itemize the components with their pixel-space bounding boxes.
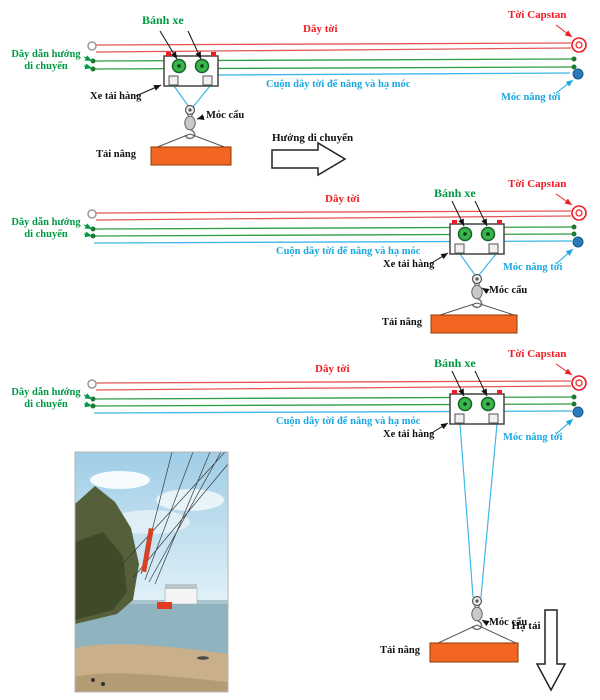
winch-rope-label-p2: Dây tời bbox=[325, 193, 360, 205]
guide-rope-label-line2: di chuyển bbox=[24, 229, 68, 241]
wheel-label-p3: Bánh xe bbox=[434, 356, 476, 370]
site-photo bbox=[74, 451, 229, 693]
load-label-p2: Tải nâng bbox=[382, 317, 422, 328]
crane-hook-panel2 bbox=[470, 273, 484, 309]
load-label-p3: Tải nâng bbox=[380, 645, 420, 656]
capstan-winch-panel3 bbox=[571, 375, 587, 391]
hoist-drop-panel1 bbox=[173, 85, 211, 108]
crane-hook-panel1 bbox=[184, 104, 196, 140]
boat bbox=[197, 656, 209, 660]
ropes-panel3 bbox=[90, 380, 577, 414]
crane-hook-panel3 bbox=[470, 595, 484, 631]
annotation-arrows-panel3 bbox=[83, 363, 574, 627]
trolley-panel3 bbox=[449, 389, 505, 425]
capstan-label-p1: Tời Capstan bbox=[508, 9, 567, 21]
hook-label-p2: Móc cẩu bbox=[489, 285, 528, 296]
travel-direction-arrow bbox=[271, 141, 347, 177]
hoist-point-dot-panel1 bbox=[572, 68, 584, 80]
hoist-rope-label-p3: Cuộn dây tời để nâng và hạ móc bbox=[276, 416, 421, 427]
capstan-label-p3: Tời Capstan bbox=[508, 348, 567, 360]
annotation-arrows-panel1 bbox=[83, 24, 574, 120]
sling-panel1 bbox=[154, 133, 228, 149]
sling-panel3 bbox=[435, 624, 519, 645]
red-mast bbox=[141, 527, 154, 573]
winch-rope-label-p1: Dây tời bbox=[303, 23, 338, 35]
trolley-panel2 bbox=[449, 219, 505, 255]
hoist-point-label-p2: Móc nâng tời bbox=[503, 262, 563, 273]
hook-label-p3: Móc cẩu bbox=[489, 617, 528, 628]
load-panel1 bbox=[150, 146, 232, 166]
hoist-point-dot-panel2 bbox=[572, 236, 584, 248]
load-label-p1: Tải nâng bbox=[96, 149, 136, 160]
left-anchor-panel1 bbox=[87, 41, 97, 51]
trolley-label-p1: Xe tải hàng bbox=[90, 91, 142, 102]
hoist-rope-label-p2: Cuộn dây tời để nâng và hạ móc bbox=[276, 246, 421, 257]
sling-panel2 bbox=[436, 302, 518, 317]
trolley-label-p3: Xe tải hàng bbox=[383, 429, 435, 440]
travel-direction-label: Hướng di chuyển bbox=[272, 132, 354, 144]
hoist-point-label-p3: Móc nâng tời bbox=[503, 432, 563, 443]
guide-rope-label-line1: Dây dẫn hướng bbox=[11, 217, 81, 228]
guide-rope-label-p2: Dây dẫn hướng di chuyển bbox=[2, 217, 90, 242]
guide-rope-label-p1: Dây dẫn hướng di chuyển bbox=[2, 49, 90, 74]
annotation-arrows-panel2 bbox=[83, 193, 574, 295]
hoist-rope-label-p1: Cuộn dây tời để nâng và hạ móc bbox=[266, 79, 411, 90]
capstan-winch-panel2 bbox=[571, 205, 587, 221]
left-anchor-panel2 bbox=[87, 209, 97, 219]
lower-load-label: Hạ tải bbox=[511, 620, 541, 632]
wheel-label-p1: Bánh xe bbox=[142, 13, 184, 27]
guide-rope-label-line1: Dây dẫn hướng bbox=[11, 387, 81, 398]
guide-rope-label-p3: Dây dẫn hướng di chuyển bbox=[2, 387, 90, 412]
guide-rope-label-line1: Dây dẫn hướng bbox=[11, 49, 81, 60]
winch-rope-label-p3: Dây tời bbox=[315, 363, 350, 375]
trolley-panel1 bbox=[163, 51, 219, 87]
crane-cables bbox=[116, 451, 229, 585]
capstan-label-p2: Tời Capstan bbox=[508, 178, 567, 190]
hoist-drop-panel3 bbox=[459, 423, 498, 598]
left-anchor-panel3 bbox=[87, 379, 97, 389]
wheel-label-p2: Bánh xe bbox=[434, 186, 476, 200]
hoist-drop-panel2 bbox=[459, 253, 497, 276]
hoist-point-label-p1: Móc nâng tời bbox=[501, 92, 561, 103]
trolley-label-p2: Xe tải hàng bbox=[383, 259, 435, 270]
building bbox=[164, 587, 198, 605]
hoist-point-dot-panel3 bbox=[572, 406, 584, 418]
load-panel3 bbox=[429, 642, 519, 663]
red-container bbox=[157, 602, 172, 609]
cloud bbox=[90, 471, 150, 489]
guide-rope-label-line2: di chuyển bbox=[24, 61, 68, 73]
lower-load-arrow bbox=[535, 609, 567, 692]
load-panel2 bbox=[430, 314, 518, 334]
hook-label-p1: Móc cẩu bbox=[206, 110, 245, 121]
guide-rope-label-line2: di chuyển bbox=[24, 399, 68, 411]
capstan-winch-panel1 bbox=[571, 37, 587, 53]
